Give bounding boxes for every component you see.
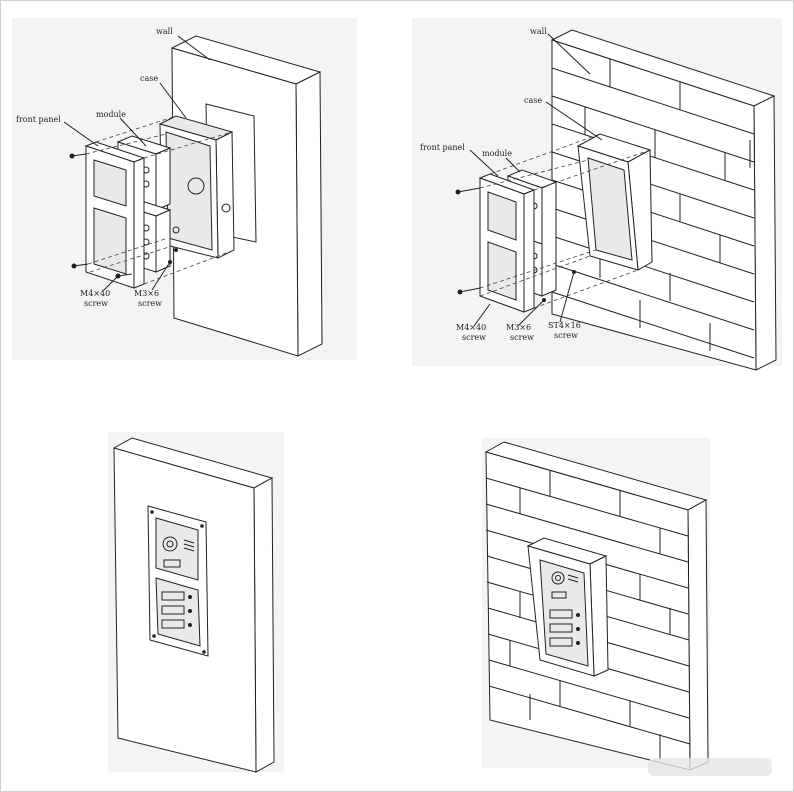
installed-door-station (147, 505, 209, 657)
label-wall: wall (156, 27, 173, 36)
label-module: module (96, 110, 126, 119)
call-button-icon (161, 605, 185, 615)
flush-wall-exploded-diagram: wall case module front panel M4×40 screw… (16, 27, 323, 357)
label-screw-a-word: screw (84, 299, 108, 308)
label-case: case (524, 96, 542, 105)
label-case: case (140, 74, 158, 83)
label-screw-a-word: screw (462, 333, 486, 342)
flush-wall-installed-diagram (112, 437, 275, 773)
brick-wall-installed-diagram (484, 441, 709, 771)
label-screw-c-word: screw (554, 331, 578, 340)
label-module: module (482, 149, 512, 158)
back-box-case (158, 115, 235, 259)
watermark-blur (648, 758, 772, 776)
label-front-panel: front panel (420, 143, 465, 152)
surface-case (576, 133, 653, 271)
label-screw-a-spec: M4×40 (456, 323, 486, 332)
camera-lens-icon (551, 571, 565, 585)
label-wall: wall (530, 27, 547, 36)
screws (455, 187, 576, 302)
leader-lines (469, 33, 603, 327)
label-screw-b-word: screw (510, 333, 534, 342)
label-screw-c-spec: ST4×16 (548, 321, 581, 330)
leader-lines (63, 35, 211, 291)
label-screw-b-spec: M3×6 (134, 289, 159, 298)
call-button-icon (161, 591, 185, 601)
alignment-lines (479, 133, 651, 309)
camera-lens-icon (162, 536, 178, 552)
front-panel-frame (84, 141, 146, 289)
label-screw-a-spec: M4×40 (80, 289, 110, 298)
brick-wall (550, 29, 777, 371)
call-button-icon (161, 619, 185, 629)
call-button-icon (549, 609, 573, 619)
label-screw-b-word: screw (138, 299, 162, 308)
installed-door-station-with-hood (526, 537, 609, 677)
brick-wall-exploded-diagram: wall case front panel module M4×40 screw… (420, 27, 777, 371)
front-panel-frame (478, 173, 536, 313)
label-screw-b-spec: M3×6 (506, 323, 531, 332)
call-button-icon (549, 623, 573, 633)
label-front-panel: front panel (16, 115, 61, 124)
call-button-icon (549, 637, 573, 647)
